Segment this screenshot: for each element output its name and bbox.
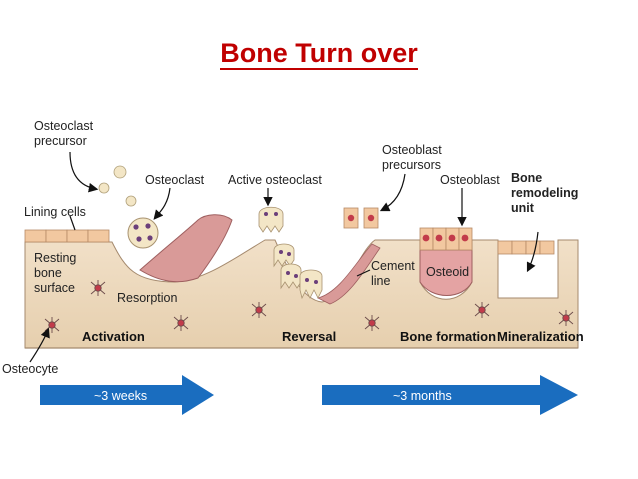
osteoclast-cell xyxy=(127,217,159,249)
stage-bone-formation: Bone formation xyxy=(400,329,496,344)
pointer-osteoclast xyxy=(153,187,171,220)
pointer-osteoclast-precursor xyxy=(69,151,99,193)
label-osteocyte: Osteocyte xyxy=(2,362,58,376)
osteocyte-cells xyxy=(44,280,574,333)
stage-activation: Activation xyxy=(82,329,145,344)
resorption-pit xyxy=(139,214,233,283)
label-lining-cells: Lining cells xyxy=(24,205,86,219)
osteoblast-nuclei xyxy=(422,234,469,242)
duration-3-months: ~3 months xyxy=(393,389,452,403)
stage-reversal: Reversal xyxy=(282,329,336,344)
duration-3-weeks: ~3 weeks xyxy=(94,389,147,403)
pointer-lining-cells xyxy=(69,215,76,231)
reversal-layer xyxy=(316,243,381,305)
stage-mineralization: Mineralization xyxy=(497,329,584,344)
label-resorption: Resorption xyxy=(117,291,177,305)
pointer-cement-line xyxy=(356,269,371,277)
pointer-osteoblast-precursors xyxy=(379,173,406,212)
page-title: Bone Turn over xyxy=(220,38,418,70)
pointer-remodeling-unit xyxy=(526,231,539,273)
label-resting-bone-surface: Resting bone surface xyxy=(34,251,80,295)
remodeling-unit xyxy=(497,254,559,299)
label-cement-line: Cement line xyxy=(371,259,418,288)
label-osteoblast: Osteoblast xyxy=(440,173,500,187)
pointer-lines xyxy=(29,151,539,363)
active-osteoclast-nuclei xyxy=(264,212,318,284)
label-osteoclast: Osteoclast xyxy=(145,173,205,187)
label-osteoid: Osteoid xyxy=(426,265,469,279)
label-osteoblast-precursors: Osteoblast precursors xyxy=(382,143,445,172)
label-active-osteoclast: Active osteoclast xyxy=(228,173,322,187)
arrow-3-months: ~3 months xyxy=(322,375,578,415)
arrow-3-weeks: ~3 weeks xyxy=(40,375,214,415)
osteoclast-precursor-cells xyxy=(98,165,137,207)
label-osteoclast-precursor: Osteoclast precursor xyxy=(34,119,97,148)
osteoid xyxy=(419,249,473,296)
pointer-osteocyte xyxy=(29,327,50,363)
label-bone-remodeling-unit: Bone remodeling unit xyxy=(511,171,582,215)
lining-cells xyxy=(24,229,555,255)
osteoblast-precursor-cells xyxy=(343,207,379,229)
